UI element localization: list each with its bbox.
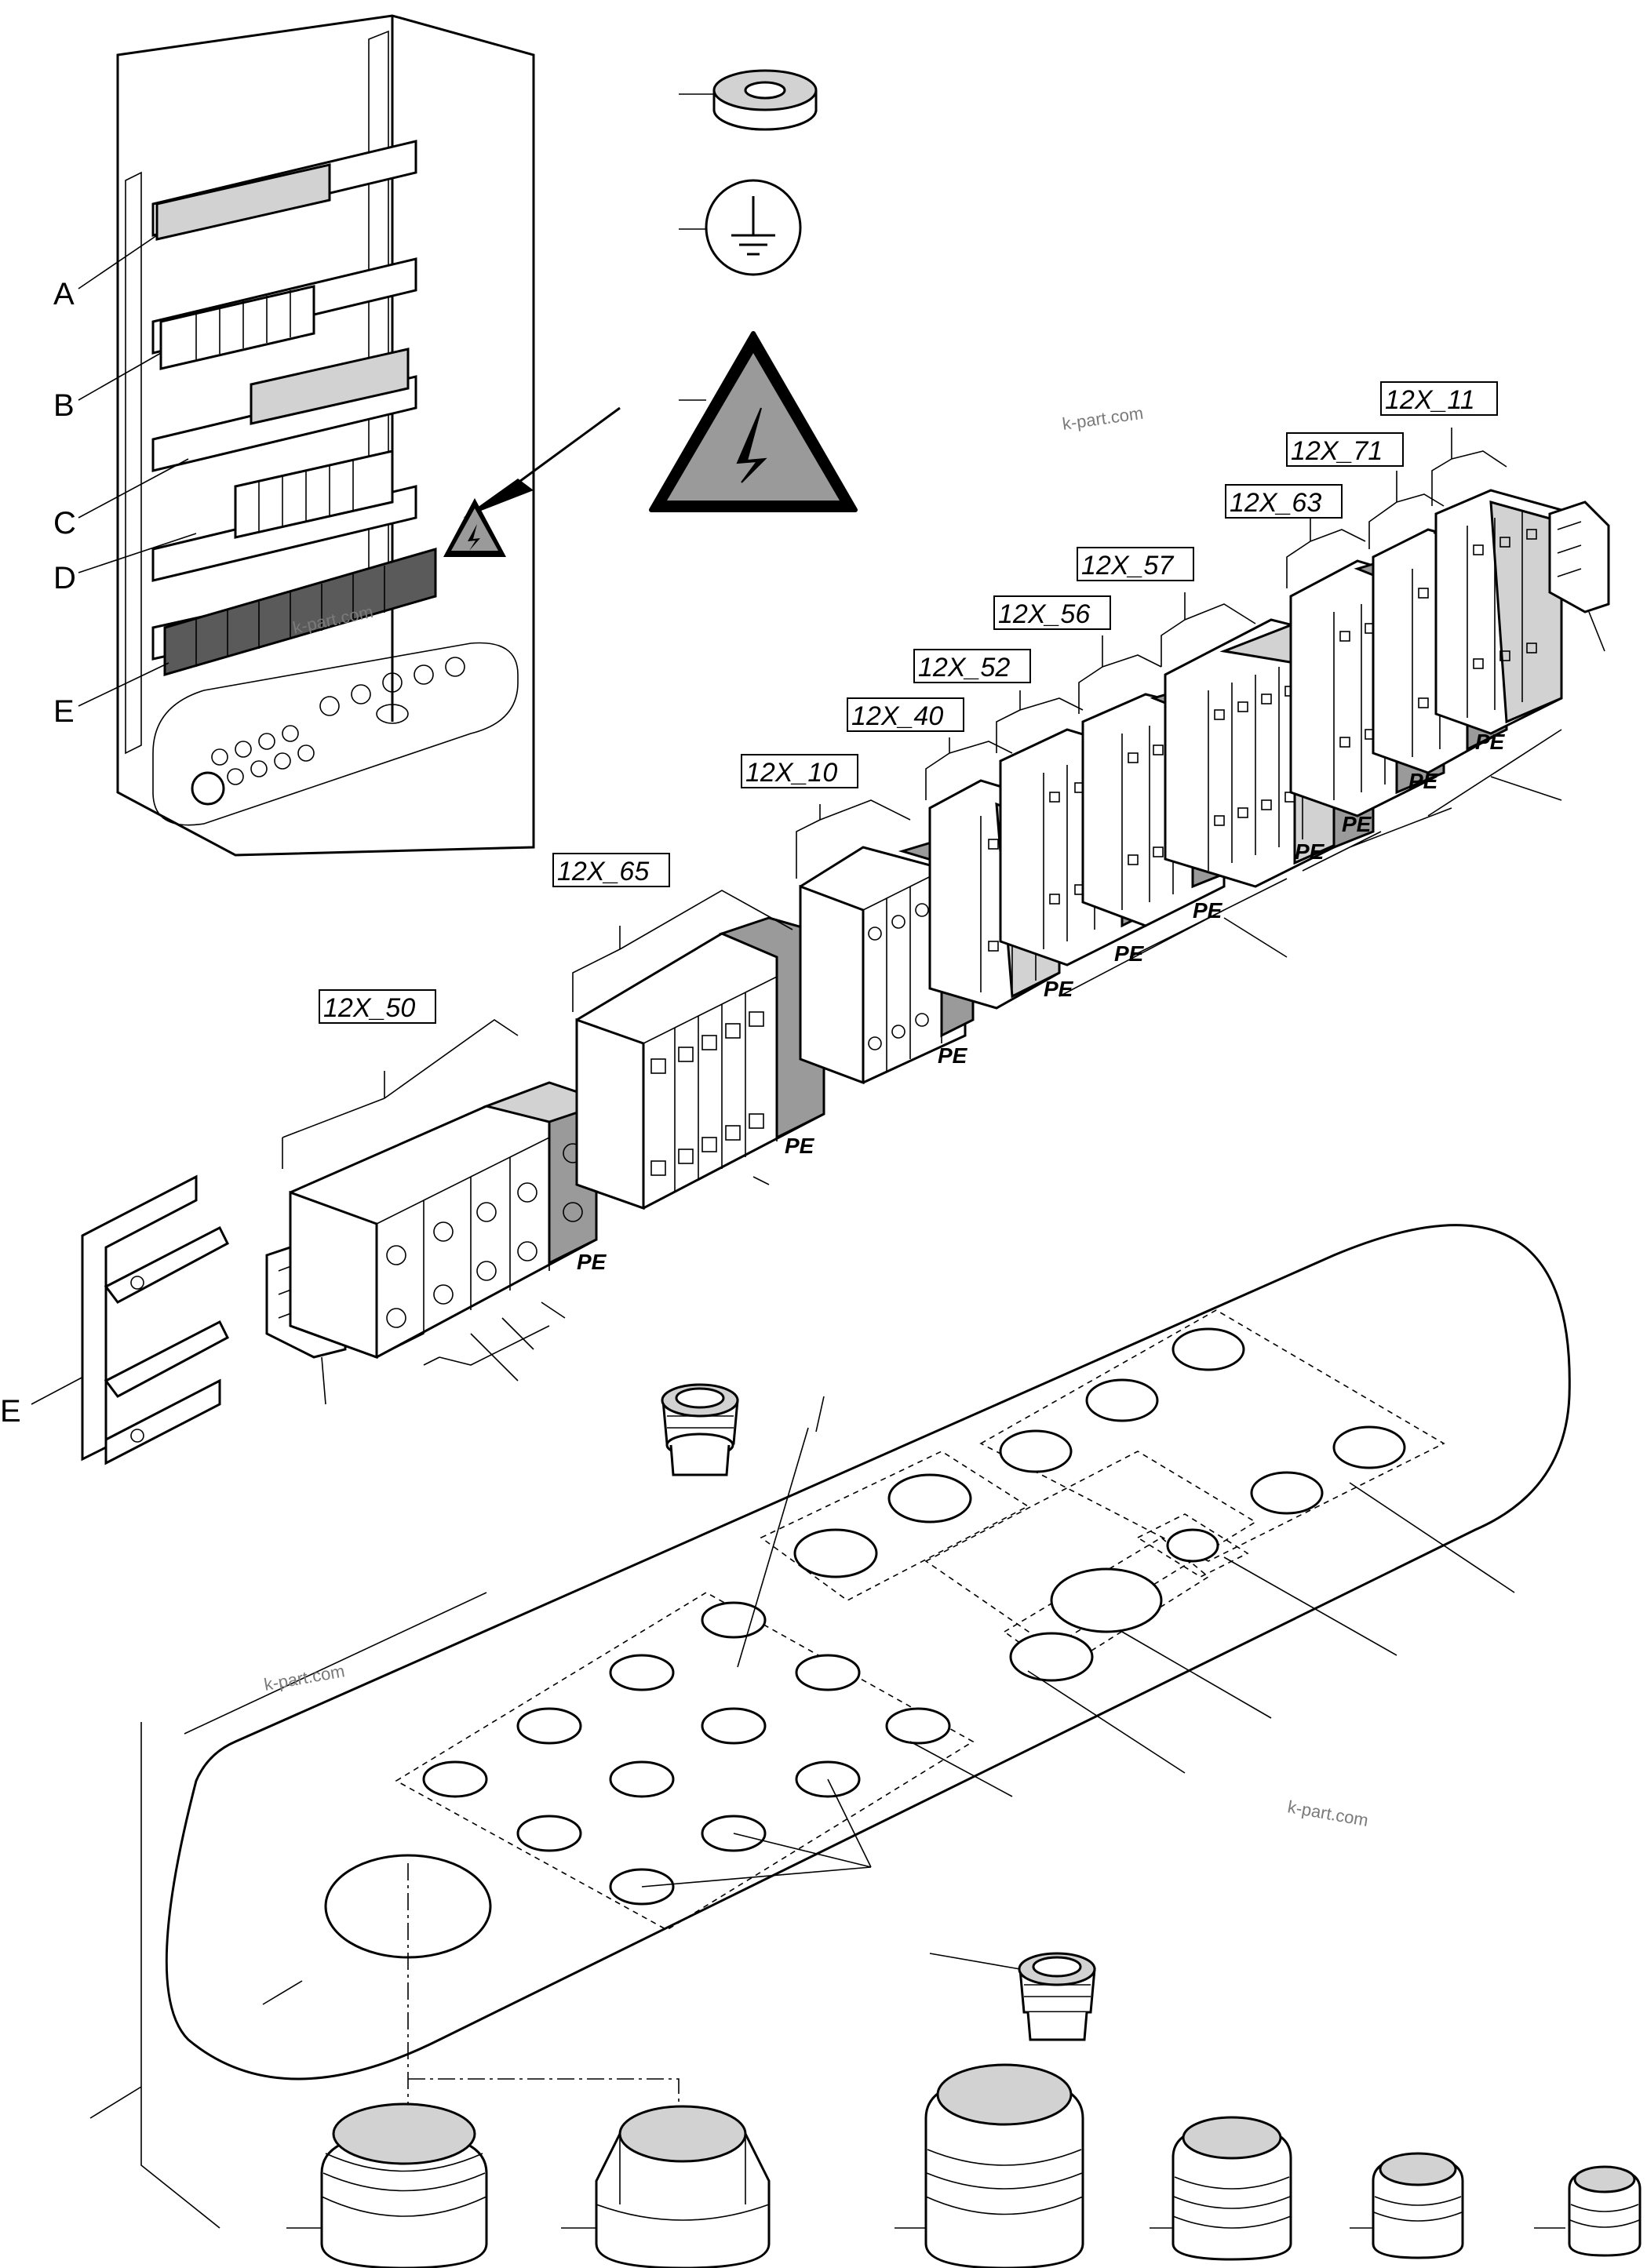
tag-12x71: 12X_71 [1286, 432, 1404, 467]
svg-text:12X_50: 12X_50 [323, 993, 415, 1023]
tag-12x52: 12X_52 [913, 649, 1031, 683]
tag-12x57: 12X_57 [1077, 547, 1194, 581]
high-voltage-warning-triangle-icon [649, 331, 858, 512]
callout-letter-b: B [53, 388, 75, 423]
callout-letter-c: C [53, 506, 76, 541]
terminal-group-12x50: PE [282, 1019, 607, 1382]
callout-leaders [31, 235, 197, 1405]
terminal-group-12x65: PE [572, 890, 825, 1210]
tag-12x10: 12X_10 [741, 754, 858, 788]
cable-gland-3 [895, 2063, 1084, 2268]
callout-letter-e: E [53, 694, 75, 729]
cable-gland-2 [561, 2105, 771, 2268]
din-rail-section [81, 1174, 229, 1465]
pe-label-12x57: PE [1295, 839, 1325, 864]
svg-text:12X_10: 12X_10 [745, 758, 837, 788]
watermark-plate-left: k-part.com [263, 1661, 347, 1695]
callout-letters: A B C D E E [0, 277, 76, 1429]
cable-gland-6 [1534, 2165, 1642, 2257]
terminal-leader-lines [1059, 729, 1562, 997]
insulating-tape-roll-icon [679, 69, 818, 131]
rail-callout-letter-e: E [0, 1394, 21, 1429]
small-high-voltage-warning-icon [443, 498, 506, 557]
pe-label-12x65: PE [785, 1134, 815, 1158]
svg-text:12X_71: 12X_71 [1291, 436, 1383, 466]
gland-plate: k-part.com k-part.com [89, 1224, 1571, 2229]
cabinet-rail-b [151, 257, 417, 370]
svg-text:12X_52: 12X_52 [918, 653, 1010, 683]
warning-leader-arrow [463, 406, 621, 518]
threaded-reducer-bottom [929, 1952, 1096, 2041]
terminal-tags: 12X_50 12X_65 12X_10 12X_40 12X_52 12X_5… [319, 381, 1498, 1024]
tag-12x56: 12X_56 [993, 595, 1111, 630]
cabinet-rail-c [151, 348, 417, 472]
svg-text:12X_65: 12X_65 [557, 857, 649, 886]
cabinet-rail-a [151, 140, 417, 241]
terminal-group-12x10: PE [796, 799, 975, 1085]
svg-text:12X_56: 12X_56 [998, 599, 1090, 629]
tag-12x40: 12X_40 [847, 697, 964, 732]
watermark-plate-right: k-part.com [1286, 1797, 1370, 1830]
tag-12x11: 12X_11 [1380, 381, 1498, 416]
gland-holes-small-group [422, 1601, 951, 1906]
pe-label-12x50: PE [577, 1250, 607, 1274]
pe-label-12x11: PE [1475, 730, 1506, 754]
control-cabinet [116, 14, 535, 857]
cable-gland-5 [1350, 2152, 1464, 2259]
pe-label-12x63: PE [1342, 812, 1372, 836]
callout-letter-d: D [53, 561, 76, 595]
cable-gland-4 [1150, 2116, 1292, 2261]
threaded-reducer-top [661, 1383, 739, 1476]
svg-text:12X_11: 12X_11 [1385, 385, 1475, 415]
svg-text:12X_40: 12X_40 [851, 701, 943, 731]
tag-12x50: 12X_50 [319, 989, 436, 1024]
callout-letter-a: A [53, 277, 75, 311]
svg-text:12X_63: 12X_63 [1230, 488, 1321, 518]
pe-label-12x71: PE [1408, 769, 1439, 793]
terminal-group-12x11: PE [1431, 428, 1563, 754]
cabinet-rail-d [151, 450, 417, 582]
end-bracket-right [1548, 501, 1610, 652]
svg-text:12X_57: 12X_57 [1081, 551, 1174, 581]
cabinet-rail-e [151, 548, 437, 676]
cabinet-floor-plate [152, 642, 519, 826]
pe-label-12x10: PE [938, 1043, 968, 1068]
tag-12x63: 12X_63 [1225, 484, 1343, 519]
pe-label-12x52: PE [1114, 941, 1145, 966]
watermark-top: k-part.com [1061, 403, 1144, 434]
gland-holes-medium-group [793, 1327, 1406, 1682]
cable-gland-1 [286, 2102, 488, 2268]
pe-label-12x40: PE [1044, 977, 1074, 1001]
tag-12x65: 12X_65 [552, 853, 670, 887]
earth-ground-symbol-icon [679, 179, 802, 276]
